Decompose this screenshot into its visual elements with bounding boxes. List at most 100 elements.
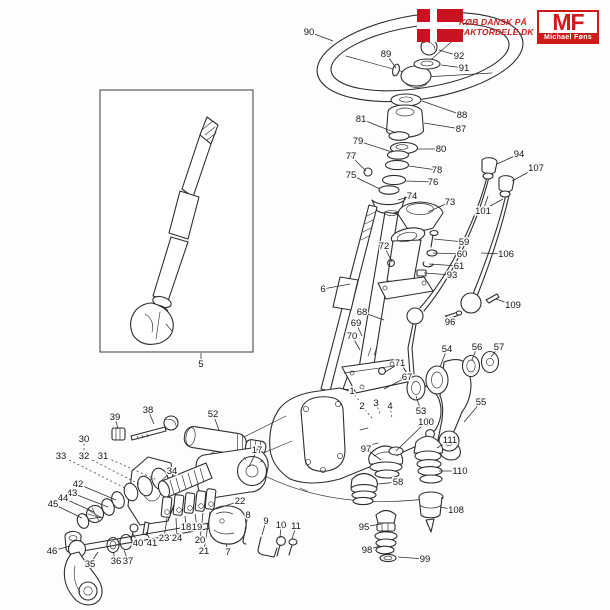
part-number-label: 44 (58, 493, 69, 504)
leader-line (496, 153, 520, 165)
part-number-label: 92 (454, 51, 465, 62)
leader-line (212, 413, 220, 431)
leader-line (428, 263, 460, 267)
ball-joints (350, 429, 444, 563)
leader-line (175, 517, 178, 539)
part-number-label: 34 (167, 466, 178, 477)
part-number-label: 99 (420, 554, 431, 565)
part-number-label: 20 (195, 535, 206, 546)
mf-logo-initials: MF (552, 9, 584, 35)
leader-line (405, 180, 434, 183)
leader-line (225, 542, 229, 553)
lever-retainer (377, 227, 439, 300)
leader-line (199, 512, 204, 541)
leader-line (83, 455, 142, 486)
leader-line (163, 517, 168, 539)
leader-line (423, 272, 453, 276)
leader-line (159, 470, 173, 483)
leader-line (145, 531, 153, 544)
leader-line (397, 195, 413, 201)
part-number-label: 58 (393, 477, 404, 488)
leader-line (438, 49, 460, 57)
part-number-label: 97 (361, 444, 372, 455)
leader-line (383, 376, 408, 390)
part-number-label: 68 (357, 307, 368, 318)
leader-line (279, 524, 282, 539)
part-number-label: 1 (349, 386, 354, 397)
part-number-label: 55 (476, 397, 487, 408)
part-number-label: 9 (263, 516, 268, 527)
callout-leader-lines (51, 31, 537, 565)
part-number-label: 57 (494, 342, 505, 353)
leader-line (132, 533, 139, 544)
part-number-label: 72 (379, 241, 390, 252)
leader-line (415, 395, 422, 412)
leader-line (511, 167, 537, 182)
part-number-label: 41 (147, 538, 158, 549)
part-number-label: 89 (381, 49, 392, 60)
leader-line (350, 155, 367, 172)
part-number-label: 61 (454, 261, 465, 272)
leader-line (395, 421, 427, 452)
leader-line (439, 348, 448, 368)
leader-line (147, 409, 155, 425)
leader-line (427, 201, 451, 213)
part-number-label: 100 (418, 417, 434, 428)
part-number-label: 54 (442, 344, 453, 355)
sector-shaft-bearings (406, 350, 500, 461)
part-number-label: 109 (505, 300, 521, 311)
part-number-label: 69 (351, 318, 362, 329)
leader-line (102, 455, 158, 481)
leader-line (360, 118, 397, 134)
linkage-small-parts (242, 530, 298, 558)
leader-line (408, 165, 438, 171)
leader-line (384, 362, 401, 373)
leader-line (366, 545, 381, 551)
tie-rod-end-108 (418, 491, 444, 533)
part-number-label: 53 (416, 406, 427, 417)
danish-flag-logo (417, 9, 463, 42)
part-number-label: 91 (459, 63, 470, 74)
promo-line-1: KØB DANSK PÅ (458, 17, 528, 27)
part-number-label: 19 (192, 522, 203, 533)
leader-line (480, 252, 507, 255)
part-number-label: 101 (475, 206, 491, 217)
leader-line (385, 53, 397, 69)
promo-text: KØB DANSK PÅ TRAKTORDELE.DK (450, 17, 536, 37)
part-number-label: 76 (428, 177, 439, 188)
leader-line (351, 335, 361, 351)
part-number-label: 56 (472, 342, 483, 353)
part-number-label: 88 (457, 110, 468, 121)
part-number-label: 23 (159, 533, 170, 544)
part-number-label: 90 (304, 27, 315, 38)
part-number-label: 108 (448, 505, 464, 516)
part-number-label: 36 (111, 556, 122, 567)
part-number-label: 59 (459, 237, 470, 248)
leader-line (357, 140, 393, 153)
part-number-label: 52 (208, 409, 219, 420)
part-number-label: 30 (79, 434, 90, 445)
leader-line (194, 513, 198, 528)
part-number-label: 111 (443, 435, 457, 446)
part-number-label: 81 (356, 114, 367, 125)
leader-line (482, 198, 504, 211)
leader-line (308, 31, 334, 42)
part-number-label: 2 (359, 401, 364, 412)
leader-line (377, 481, 399, 485)
leader-line (482, 195, 489, 212)
leader-line (71, 492, 109, 508)
mf-logo: MF Michael Føns (537, 10, 599, 44)
part-number-label: 35 (85, 559, 96, 570)
leader-line (490, 346, 500, 358)
part-number-label: 39 (110, 412, 121, 423)
part-number-label: 107 (528, 163, 544, 174)
part-number-label: 22 (235, 496, 246, 507)
leader-line (463, 401, 482, 423)
part-number-label: 67 (402, 372, 413, 383)
leader-line (89, 551, 99, 565)
leader-line (62, 497, 95, 513)
part-number-label: 77 (346, 151, 357, 162)
